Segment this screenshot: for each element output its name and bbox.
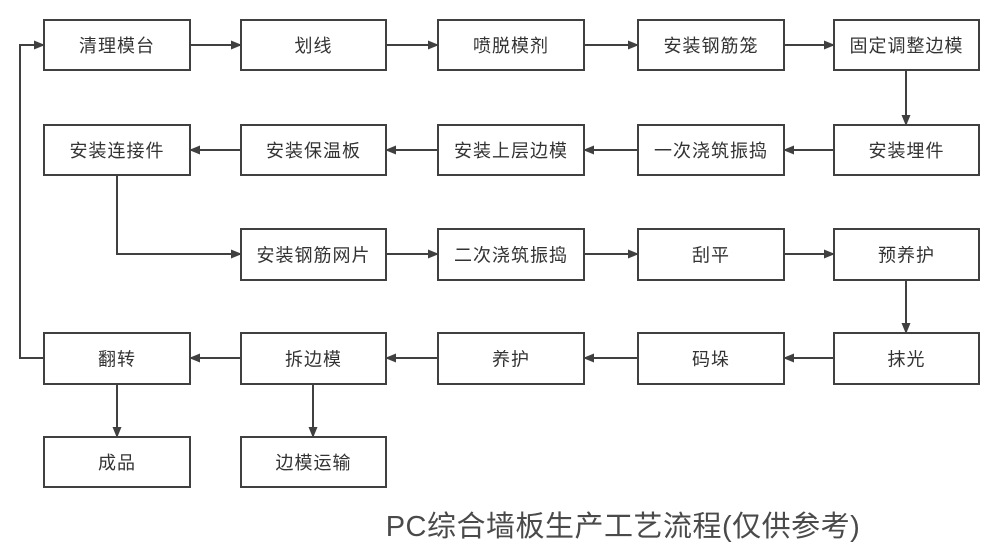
flow-node-box [43,332,191,385]
flow-node-box [240,19,387,71]
flow-node-label: 喷脱模剂 [473,36,549,56]
flow-node-label: 安装埋件 [869,141,945,161]
diagram-title: PC综合墙板生产工艺流程(仅供参考) [385,511,861,543]
flow-node-chengpin: 成品 [43,436,191,488]
flow-node-yu-yanghu: 预养护 [833,228,980,281]
flow-edges [19,40,911,438]
flow-node-box [833,124,980,176]
flow-node-box [240,332,387,385]
flow-node-label: 拆边模 [285,350,342,370]
flow-node-anzhuang-maijian: 安装埋件 [833,124,980,176]
flow-node-label: 划线 [295,36,333,56]
flow-node-label: 安装钢筋网片 [257,246,371,266]
flow-node-huaxian: 划线 [240,19,387,71]
flow-node-pen-tuomoji: 喷脱模剂 [437,19,585,71]
flow-node-guding-tiaozheng-bianmo: 固定调整边模 [833,19,980,71]
flow-edge-anzhuang-lianjiejian-to-anzhuang-gangjin-wangpian [116,175,242,259]
flow-node-box [240,124,387,176]
flow-node-erci-jiaozhu-zhendao: 二次浇筑振捣 [437,228,585,281]
flow-node-label: 翻转 [98,350,136,370]
flow-node-anzhuang-gangjinlong: 安装钢筋笼 [637,19,785,71]
flow-node-label: 抹光 [888,350,926,370]
flow-node-fanzhuan: 翻转 [43,332,191,385]
flow-node-box [833,19,980,71]
flow-node-anzhuang-shangceng-bianmo: 安装上层边模 [437,124,585,176]
flow-node-box [637,124,785,176]
flow-node-label: 固定调整边模 [850,36,964,56]
flow-node-box [43,19,191,71]
flow-node-chai-bianmo: 拆边模 [240,332,387,385]
flow-node-label: 刮平 [692,246,730,266]
flow-node-qingli-motai: 清理模台 [43,19,191,71]
flow-node-label: 边模运输 [276,453,352,473]
flow-node-label: 养护 [492,350,530,370]
flow-node-box [637,19,785,71]
flow-node-guaping: 刮平 [637,228,785,281]
flow-node-label: 码垛 [692,350,730,370]
flow-node-box [637,228,785,281]
flow-node-anzhuang-gangjin-wangpian: 安装钢筋网片 [240,228,387,281]
flow-node-label: 安装上层边模 [454,141,568,161]
flow-node-box [437,19,585,71]
flow-node-label: 二次浇筑振捣 [454,246,568,266]
flow-node-label: 清理模台 [79,36,155,56]
flow-node-moguang: 抹光 [833,332,980,385]
flow-node-yanghu: 养护 [437,332,585,385]
flow-node-label: 一次浇筑振捣 [654,141,768,161]
flow-node-box [43,436,191,488]
flow-node-box [833,332,980,385]
flow-node-yici-jiaozhu-zhendao: 一次浇筑振捣 [637,124,785,176]
flow-node-label: 安装保温板 [266,141,361,161]
flow-node-label: 预养护 [878,246,935,266]
flow-node-label: 成品 [98,453,136,473]
flow-node-anzhuang-lianjiejian: 安装连接件 [43,124,191,176]
flow-node-box [240,436,387,488]
flow-node-bianmo-yunshu: 边模运输 [240,436,387,488]
flow-node-anzhuang-baowenban: 安装保温板 [240,124,387,176]
flow-node-box [437,124,585,176]
flow-node-box [437,332,585,385]
flow-node-label: 安装连接件 [70,141,165,161]
flow-edge-fanzhuan-to-qingli-motai [19,40,45,359]
flow-node-box [43,124,191,176]
flow-node-label: 安装钢筋笼 [664,36,759,56]
flow-node-box [240,228,387,281]
flow-node-maduo: 码垛 [637,332,785,385]
flow-node-box [437,228,585,281]
flow-node-box [637,332,785,385]
flow-node-box [833,228,980,281]
